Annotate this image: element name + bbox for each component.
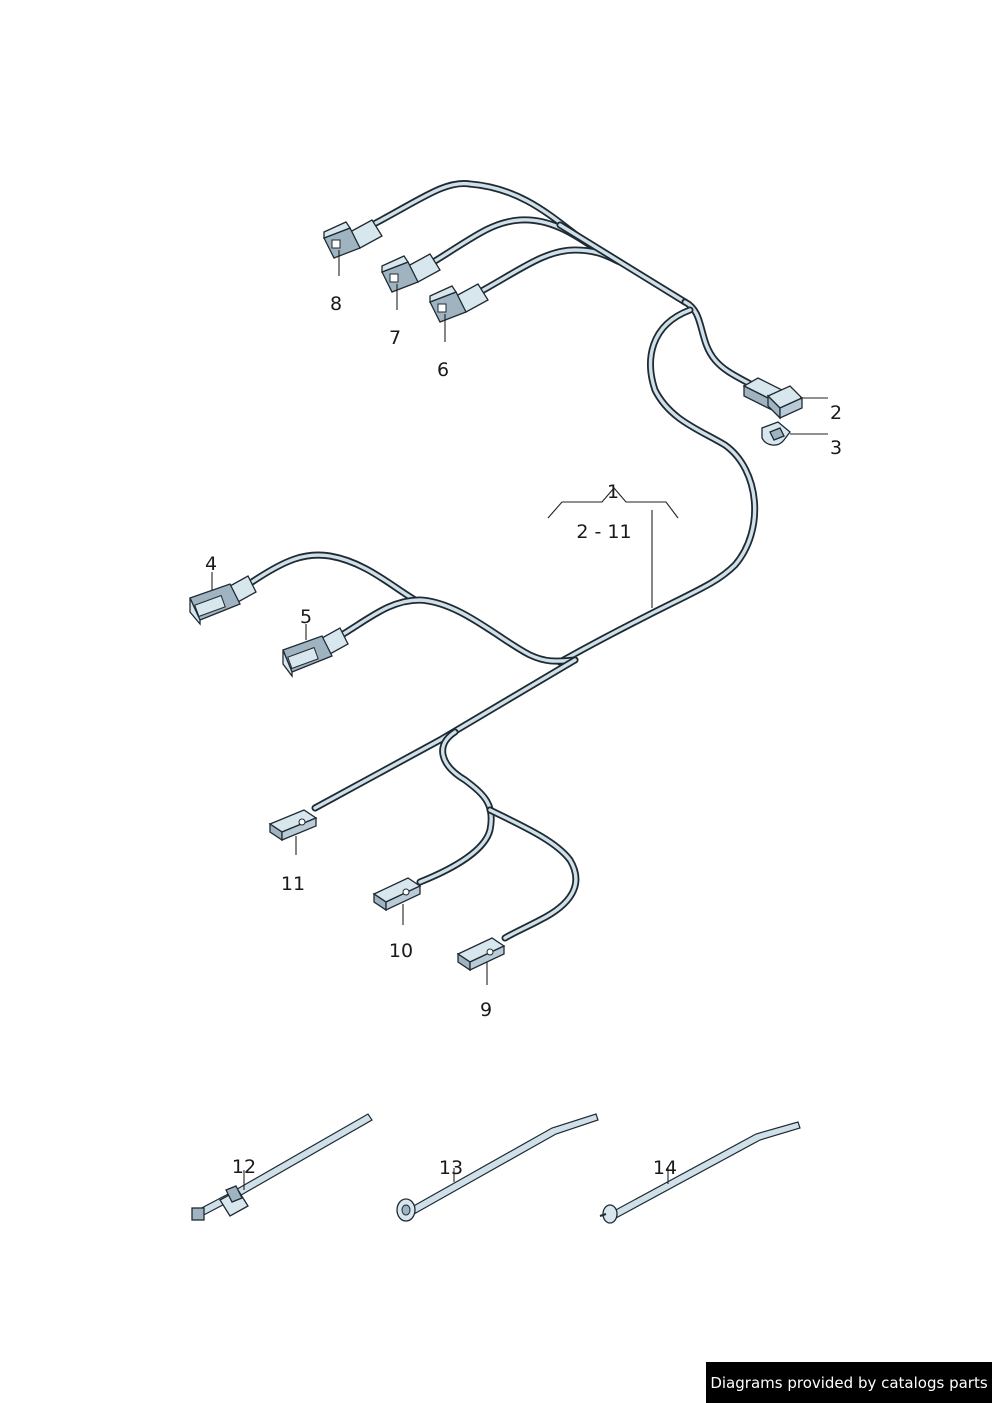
connector-8 [323,219,383,259]
callout-5: 5 [300,606,312,628]
callout-1: 1 [607,481,619,503]
callout-12: 12 [232,1156,256,1178]
callout-9: 9 [480,999,492,1021]
connector-6 [429,283,489,323]
clip-3 [761,421,791,446]
callout-11: 11 [281,873,305,895]
callout-1-range: 2 - 11 [576,521,631,543]
callout-3: 3 [830,437,842,459]
cable-tie-12 [191,1113,373,1221]
harness-wires [248,179,759,942]
cable-tie-14 [599,1121,801,1224]
leader-lines [211,250,828,1190]
callout-labels: 1 2 - 11 2 3 4 5 6 7 8 9 10 11 12 13 14 [205,293,842,1179]
sensor-11 [268,809,318,842]
connector-5 [282,627,349,678]
callout-8: 8 [330,293,342,315]
sensor-10 [372,877,422,912]
cable-tie-13 [396,1113,599,1222]
sensor-9 [456,937,506,972]
callout-6: 6 [437,359,449,381]
connector-7 [381,253,441,293]
callout-14: 14 [653,1157,677,1179]
footer-credit: Diagrams provided by catalogs parts [706,1362,992,1403]
callout-13: 13 [439,1157,463,1179]
connector-4 [189,575,257,626]
callout-2: 2 [830,402,842,424]
callout-7: 7 [389,327,401,349]
callout-4: 4 [205,553,217,575]
callout-10: 10 [389,940,413,962]
connector-2 [742,377,804,420]
